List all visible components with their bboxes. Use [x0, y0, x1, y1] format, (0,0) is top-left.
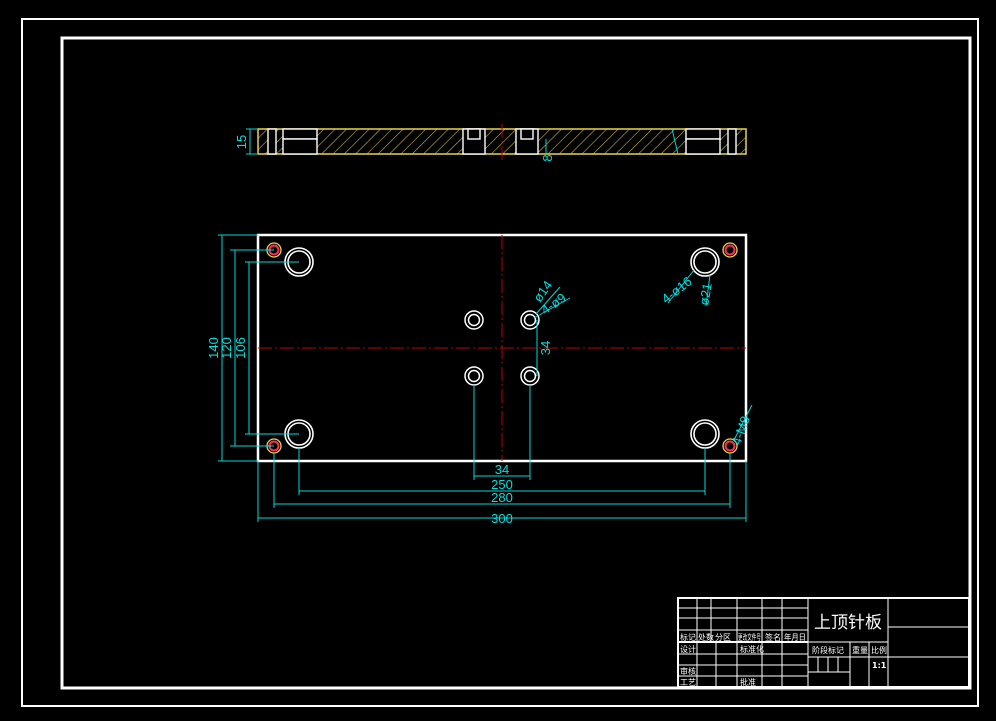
tb-label-signature: 签名 [765, 632, 781, 642]
outer-border [21, 18, 979, 707]
tb-label-weight: 重量 [852, 645, 868, 655]
side-view: 15 8 [234, 124, 747, 162]
tb-label-scale: 比例 [871, 645, 887, 655]
tb-label-date: 年月日 [784, 632, 806, 642]
tb-label-change-doc: 更改文件号 [738, 632, 761, 642]
width-label-250: 250 [491, 477, 513, 492]
tb-label-stage: 阶段标记 [812, 645, 844, 655]
small-holes [464, 310, 540, 386]
side-thickness-label: 15 [234, 135, 249, 149]
height-dimensions: 140 120 106 [206, 234, 299, 462]
width-label-280: 280 [491, 490, 513, 505]
callout-large-counterbore: ø21 [696, 282, 715, 307]
tb-label-approve: 批准 [740, 677, 756, 687]
tb-label-design: 设计 [680, 644, 696, 654]
plan-view: 140 120 106 34 34 250 280 300 [206, 233, 753, 526]
screw-holes [266, 242, 738, 454]
height-label-106: 106 [233, 337, 248, 359]
callout-large-hole: 4-ø16 [659, 274, 695, 307]
inner-border [60, 36, 972, 690]
height-label-140: 140 [206, 337, 221, 359]
drawing-title: 上顶针板 [814, 613, 882, 633]
tb-label-mark: 标记 [680, 632, 696, 642]
tb-label-standard: 标准化 [740, 644, 764, 654]
height-label-120: 120 [219, 337, 234, 359]
hole-callouts: ø14 4-ø9 4-ø16 ø21 4-M8 [530, 269, 753, 447]
tb-scale-value: 1:1 [872, 661, 887, 670]
width-dimensions: 34 250 280 300 [257, 385, 747, 526]
width-label-300: 300 [491, 511, 513, 526]
tb-label-zone: 分区 [715, 633, 731, 642]
tb-label-count: 处数 [698, 632, 714, 642]
side-depth-label: 8 [540, 154, 555, 161]
center-spacing-label: 34 [538, 341, 553, 355]
tb-label-review: 审核 [680, 666, 696, 676]
tb-label-process: 工艺 [680, 678, 696, 687]
callout-thread: 4-M8 [729, 414, 753, 447]
title-block: 上顶针板 标记 处数 分区 更改文件号 签名 年月日 设计 审核 工艺 标准化 … [677, 597, 970, 688]
width-label-34: 34 [495, 462, 509, 477]
